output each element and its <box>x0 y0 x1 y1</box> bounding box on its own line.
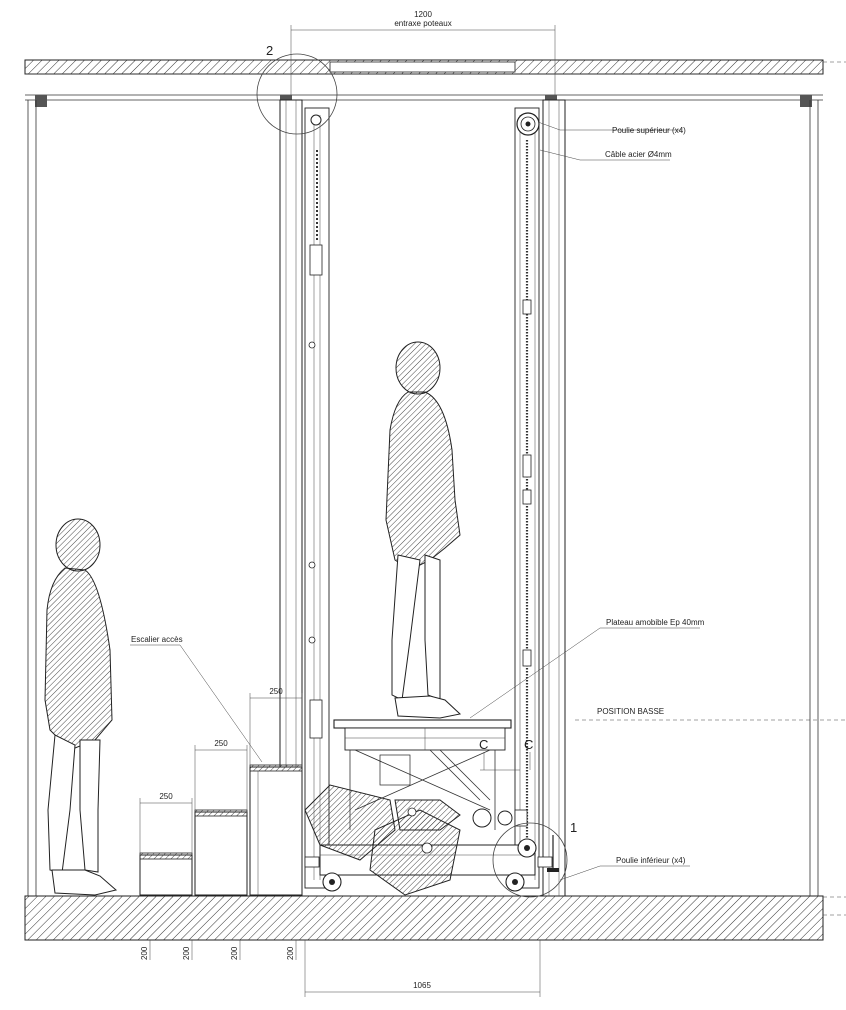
step-dimensions: 250 250 250 <box>139 687 303 855</box>
detail-1-label: 1 <box>570 820 577 835</box>
lift-post-left <box>279 99 303 897</box>
svg-text:200: 200 <box>230 946 239 960</box>
svg-text:C: C <box>479 737 488 752</box>
bottom-pulley-icon <box>517 838 537 858</box>
detail-callout-1: 1 <box>492 820 577 898</box>
svg-text:250: 250 <box>159 792 173 801</box>
access-stairs <box>139 764 303 896</box>
label-access-stair: Escalier accès <box>130 635 263 763</box>
outer-post-left <box>27 100 37 896</box>
riser-dimensions: 200 200 200 200 <box>140 940 297 960</box>
person-standing-platform <box>385 341 462 719</box>
label-platform: Plateau amobible Ep 40mm <box>469 618 705 719</box>
floor-slab <box>24 895 824 941</box>
svg-text:Poulie supérieur (x4): Poulie supérieur (x4) <box>612 126 686 135</box>
detail-2-label: 2 <box>266 43 273 58</box>
top-pulley-icon <box>516 112 540 136</box>
guide-rail-right <box>514 107 540 889</box>
outer-post-right <box>809 100 819 896</box>
section-mark-c: C C <box>479 737 533 771</box>
top-dimension-value: 1200 <box>414 10 432 19</box>
label-bottom-pulley: Poulie inférieur (x4) <box>559 856 690 881</box>
top-dimension: 1200 entraxe poteaux <box>290 10 556 95</box>
svg-text:200: 200 <box>140 946 149 960</box>
svg-text:Plateau amobible Ep 40mm: Plateau amobible Ep 40mm <box>606 618 705 627</box>
svg-text:Escalier accès: Escalier accès <box>131 635 183 644</box>
platform <box>333 719 512 830</box>
svg-text:200: 200 <box>286 946 295 960</box>
bottom-dimension: 1065 <box>304 940 541 997</box>
svg-text:Poulie inférieur (x4): Poulie inférieur (x4) <box>616 856 686 865</box>
carriage-base <box>284 784 559 896</box>
label-top-pulley: Poulie supérieur (x4) <box>537 121 686 135</box>
svg-text:200: 200 <box>182 946 191 960</box>
guide-rail-left <box>304 107 330 889</box>
person-standing-ground <box>44 518 118 896</box>
ceiling-slab <box>24 59 824 107</box>
svg-text:C: C <box>524 737 533 752</box>
svg-text:250: 250 <box>269 687 283 696</box>
label-low-position: POSITION BASSE <box>597 707 664 716</box>
lift-post-right <box>542 99 566 897</box>
top-dimension-caption: entraxe poteaux <box>394 19 451 28</box>
detail-callout-2: 2 <box>256 43 338 135</box>
bottom-dimension-value: 1065 <box>413 981 431 990</box>
svg-text:Câble acier Ø4mm: Câble acier Ø4mm <box>605 150 672 159</box>
label-cable: Câble acier Ø4mm <box>539 149 672 161</box>
svg-text:250: 250 <box>214 739 228 748</box>
